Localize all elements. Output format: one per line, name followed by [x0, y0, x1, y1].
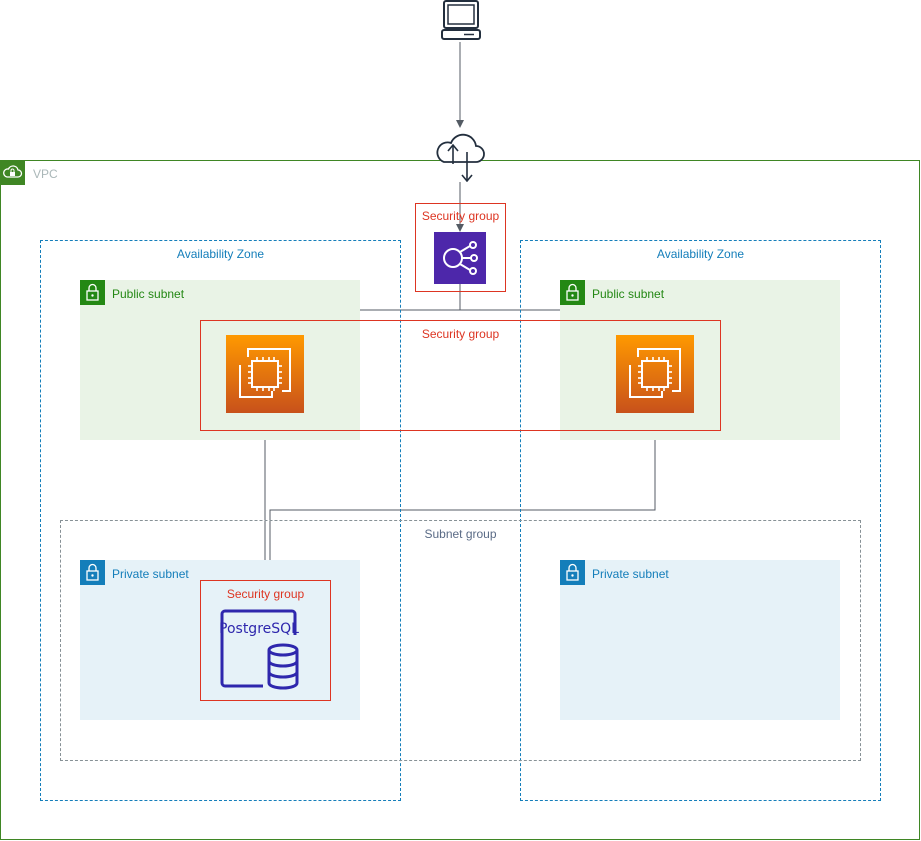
lock-icon — [86, 563, 99, 581]
internet-gateway-cloud-icon — [436, 133, 485, 182]
private-subnet-2-badge — [560, 560, 585, 585]
private-subnet-1-badge — [80, 560, 105, 585]
public-subnet-2-badge — [560, 280, 585, 305]
availability-zone-2-label: Availability Zone — [656, 247, 745, 261]
public-subnet-2-label: Public subnet — [592, 287, 665, 301]
subnet-group — [60, 520, 861, 761]
security-group-database — [200, 580, 331, 701]
public-subnet-1-badge — [80, 280, 105, 305]
vpc-label: VPC — [33, 167, 58, 181]
availability-zone-1-label: Availability Zone — [176, 247, 265, 261]
public-subnet-1 — [80, 280, 360, 440]
security-group-database-label: Security group — [226, 587, 305, 601]
lock-icon — [566, 283, 579, 301]
private-subnet-2 — [560, 560, 840, 720]
security-group-load-balancer — [415, 203, 506, 292]
security-group-instances — [200, 320, 721, 431]
security-group-instances-label: Security group — [421, 327, 500, 341]
postgresql-database: PostgreSQL — [219, 609, 303, 691]
desktop-client-icon — [441, 0, 481, 40]
private-subnet-1-label: Private subnet — [112, 567, 189, 581]
private-subnet-2-label: Private subnet — [592, 567, 669, 581]
ec2-instance-icon — [629, 348, 681, 398]
security-group-load-balancer-label: Security group — [421, 209, 500, 223]
load-balancer — [434, 232, 486, 284]
ec2-instance-2 — [616, 335, 694, 413]
lock-icon — [86, 283, 99, 301]
private-subnet-1 — [80, 560, 360, 720]
internet-gateway — [434, 128, 486, 182]
client-computer — [440, 0, 482, 42]
ec2-instance-icon — [239, 348, 291, 398]
postgresql-database-icon: PostgreSQL — [219, 609, 299, 690]
cloud-lock-icon — [3, 165, 23, 178]
elastic-load-balancer-icon — [443, 241, 478, 275]
ec2-instance-1 — [226, 335, 304, 413]
subnet-group-label: Subnet group — [424, 527, 497, 541]
vpc-badge — [0, 160, 25, 185]
lock-icon — [566, 563, 579, 581]
postgresql-label: PostgreSQL — [219, 621, 299, 637]
public-subnet-1-label: Public subnet — [112, 287, 185, 301]
public-subnet-2 — [560, 280, 840, 440]
